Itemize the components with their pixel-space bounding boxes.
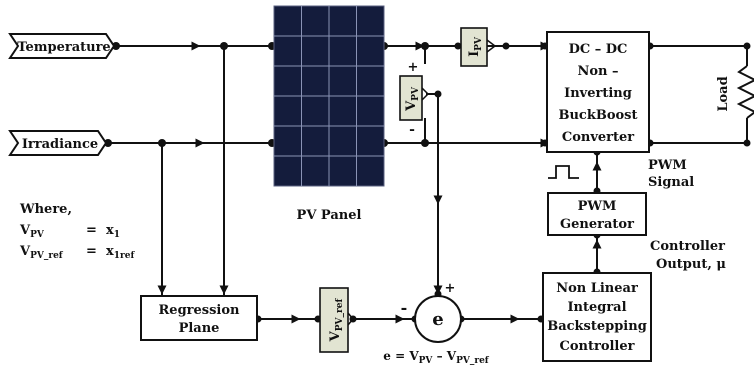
error-summer: e + - e = VPV – VPV_ref	[383, 281, 490, 366]
pwm-generator-line-2: Generator	[560, 217, 634, 232]
where-row1-val: x	[106, 223, 114, 238]
where-row2-var: V	[19, 244, 31, 259]
summer-plus: +	[445, 281, 456, 296]
summer-minus: -	[401, 298, 408, 317]
eq-mid: – V	[432, 349, 456, 363]
load: Load	[716, 65, 754, 119]
voltage-sensor-plus: +	[408, 60, 419, 75]
where-row2-val-sub: 1ref	[114, 251, 136, 261]
current-sensor: IPV	[458, 27, 506, 67]
summer-symbol: e	[432, 309, 443, 330]
controller-output-line-2: Output, μ	[656, 257, 726, 272]
where-row2-var-sub: PV_ref	[30, 251, 64, 261]
irradiance-label: Irradiance	[22, 137, 98, 152]
temperature-label: Temperature	[17, 40, 110, 55]
where-row1-var-sub: PV	[30, 230, 45, 240]
junction-dot	[158, 139, 166, 147]
regression-plane: Regression Plane	[140, 295, 258, 341]
junction-dot	[434, 90, 442, 98]
junction-dot	[220, 42, 228, 50]
current-sensor-sub: PV	[474, 36, 484, 51]
converter-line-1: DC – DC	[569, 42, 628, 57]
backstepping-controller: Non Linear Integral Backstepping Control…	[542, 272, 652, 362]
vref-sub: PV_ref	[335, 298, 345, 332]
dc-dc-converter: DC – DC Non – Inverting BuckBoost Conver…	[546, 31, 650, 153]
pwm-signal-line-1: PWM	[648, 158, 687, 173]
pwm-signal-line-2: Signal	[648, 175, 694, 190]
junction-dot	[421, 42, 429, 50]
converter-line-4: BuckBoost	[558, 108, 637, 123]
pv-panel-label: PV Panel	[297, 208, 362, 223]
junction-dot	[743, 42, 751, 50]
converter-line-3: Inverting	[564, 86, 632, 101]
junction-dot	[421, 139, 429, 147]
pv-panel: PV Panel	[273, 5, 385, 223]
irradiance-input: Irradiance	[8, 130, 108, 156]
vref-symbol: V	[328, 330, 343, 342]
current-sensor-symbol: I	[467, 51, 482, 57]
junction-dot	[112, 42, 120, 50]
junction-dot	[743, 139, 751, 147]
svg-text:VPV: VPV	[404, 86, 421, 112]
controller-line-2: Integral	[567, 300, 626, 315]
voltage-sensor-minus: -	[409, 122, 415, 138]
junction-dot	[104, 139, 112, 147]
svg-text:VPV: VPV	[19, 223, 45, 240]
controller-output-line-1: Controller	[650, 239, 725, 254]
converter-line-2: Non –	[577, 64, 618, 79]
svg-text:x1ref: x1ref	[106, 244, 135, 261]
load-resistor-icon	[736, 65, 754, 119]
eq-sub-2: PV_ref	[456, 356, 490, 366]
where-row1-var: V	[19, 223, 31, 238]
eq-lhs: e = V	[383, 349, 419, 363]
load-label: Load	[716, 76, 731, 111]
where-title: Where,	[19, 202, 72, 217]
where-legend: Where, VPV = x1 VPV_ref = x1ref	[19, 202, 135, 261]
temperature-input: Temperature	[8, 33, 116, 59]
pwm-generator-line-1: PWM	[578, 199, 617, 214]
svg-text:x1: x1	[106, 223, 120, 240]
voltage-sensor-sub: PV	[411, 86, 421, 101]
error-equation: e = VPV – VPV_ref	[383, 349, 490, 366]
pwm-generator: PWM Generator	[547, 192, 647, 236]
svg-text:VPV_ref: VPV_ref	[328, 298, 345, 343]
voltage-sensor-symbol: V	[404, 100, 419, 112]
regression-line-1: Regression	[159, 303, 241, 318]
converter-line-5: Converter	[562, 130, 634, 145]
controller-line-4: Controller	[560, 339, 635, 354]
controller-line-3: Backstepping	[547, 319, 647, 334]
regression-line-2: Plane	[179, 321, 220, 336]
vref-block: VPV_ref	[319, 287, 354, 353]
svg-text:IPV: IPV	[467, 36, 484, 57]
pwm-pulse-icon	[548, 165, 579, 179]
pv-panel-grid	[274, 6, 384, 186]
eq-sub-1: PV	[419, 356, 434, 366]
wire-vsensor-out	[426, 93, 439, 294]
where-row2-eq: =	[86, 244, 97, 259]
controller-line-1: Non Linear	[556, 281, 638, 296]
svg-text:VPV_ref: VPV_ref	[19, 244, 64, 261]
where-row1-eq: =	[86, 223, 97, 238]
where-row1-val-sub: 1	[114, 230, 120, 240]
voltage-sensor: VPV + -	[399, 60, 430, 138]
where-row2-val: x	[106, 244, 114, 259]
